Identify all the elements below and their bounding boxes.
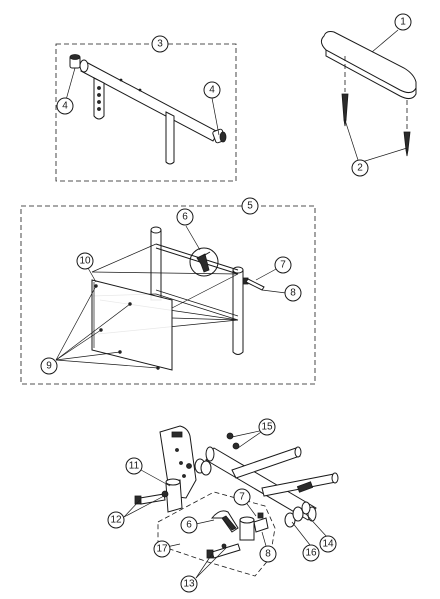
screw-left — [341, 56, 349, 127]
callout-4-right: 4 — [203, 81, 221, 99]
callout-17: 17 — [153, 540, 171, 558]
socket-7-8 — [239, 512, 269, 541]
svg-text:11: 11 — [129, 461, 140, 472]
callout-5: 5 — [241, 197, 259, 215]
svg-text:6: 6 — [182, 212, 188, 223]
callout-14: 14 — [319, 535, 337, 553]
callout-4-left: 4 — [56, 97, 74, 115]
svg-text:12: 12 — [110, 515, 122, 526]
svg-text:8: 8 — [290, 288, 296, 299]
end-cap-left — [69, 54, 81, 69]
callout-7-bottom: 7 — [233, 488, 251, 506]
callout-7-top: 7 — [274, 256, 292, 274]
cross-tube-a — [231, 447, 301, 479]
svg-text:16: 16 — [305, 548, 317, 559]
assembly-3-frame — [55, 43, 237, 182]
svg-text:8: 8 — [265, 549, 271, 560]
t-bar-tube-end — [79, 59, 89, 73]
callout-10: 10 — [76, 252, 94, 270]
callout-11: 11 — [125, 457, 143, 475]
svg-text:1: 1 — [400, 17, 406, 28]
assembly-3-group — [55, 43, 237, 182]
svg-text:13: 13 — [183, 579, 195, 590]
end-cap-right — [212, 128, 227, 144]
svg-text:5: 5 — [247, 201, 253, 212]
svg-text:6: 6 — [186, 520, 192, 531]
bolt-12 — [134, 493, 166, 505]
svg-text:9: 9 — [46, 361, 52, 372]
callout-12: 12 — [107, 511, 125, 529]
callout-8-bottom: 8 — [259, 545, 277, 563]
callout-8-top: 8 — [284, 284, 302, 302]
spacer-stack-left — [186, 432, 240, 476]
bolt-13 — [206, 543, 241, 559]
callout-6-bottom: 6 — [180, 516, 198, 534]
svg-text:3: 3 — [157, 39, 163, 50]
adjust-tab — [93, 77, 105, 120]
callout-15: 15 — [258, 418, 276, 436]
callout-13: 13 — [180, 575, 198, 593]
svg-text:17: 17 — [156, 544, 168, 555]
clip-detail-circle — [189, 247, 219, 277]
screw-right — [403, 100, 411, 157]
post-left — [150, 229, 162, 301]
callout-3: 3 — [151, 35, 169, 53]
post-right — [232, 269, 244, 355]
assembly-5-frame — [20, 205, 316, 385]
callout-1: 1 — [394, 13, 412, 31]
side-panel — [91, 279, 173, 371]
t-bar-stem — [165, 111, 175, 165]
callout-2: 2 — [351, 159, 369, 177]
pin-7-8 — [242, 277, 265, 291]
svg-text:4: 4 — [62, 101, 68, 112]
callout-9: 9 — [40, 357, 58, 375]
svg-text:10: 10 — [79, 256, 91, 267]
svg-text:7: 7 — [280, 260, 286, 271]
callout-16: 16 — [302, 544, 320, 562]
svg-text:15: 15 — [261, 422, 273, 433]
clip-6 — [210, 510, 239, 533]
assembly-5-group — [20, 205, 316, 385]
svg-text:7: 7 — [239, 492, 245, 503]
armrest-pad — [320, 31, 417, 94]
callout-6-top: 6 — [176, 208, 194, 226]
spacer-stack-right — [284, 501, 311, 528]
svg-text:2: 2 — [357, 163, 363, 174]
armrest-group — [320, 29, 417, 163]
svg-text:14: 14 — [322, 539, 334, 550]
svg-text:4: 4 — [209, 85, 215, 96]
